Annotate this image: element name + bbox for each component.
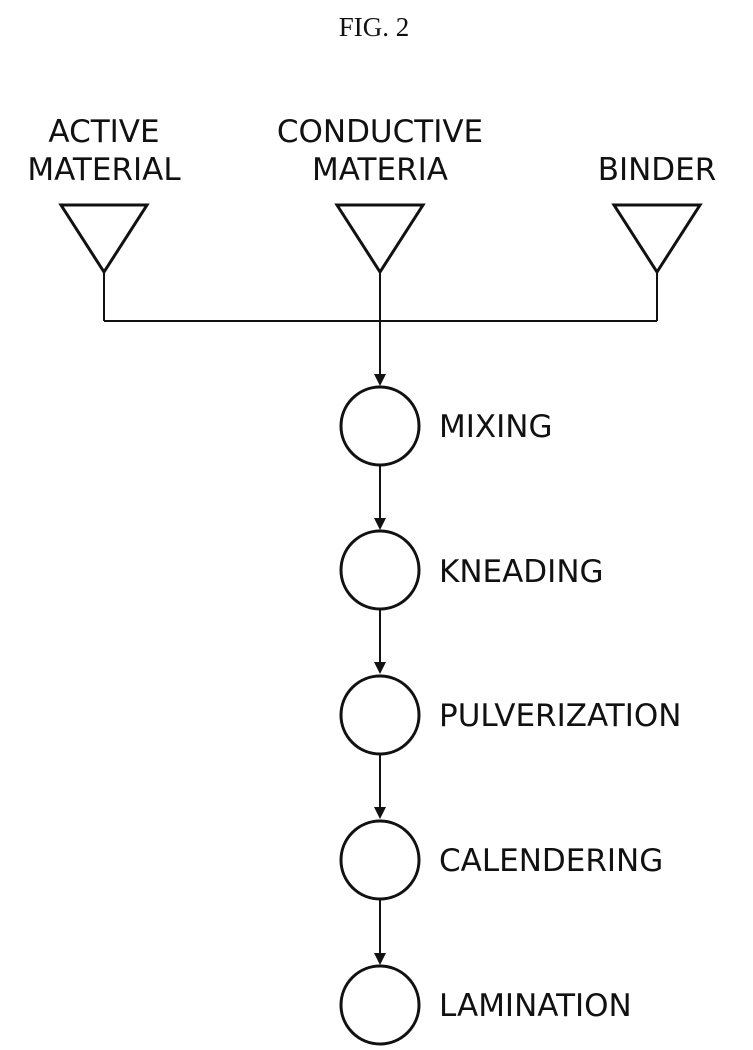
arrowhead-icon — [374, 807, 386, 819]
step-lamination: LAMINATION — [341, 966, 632, 1044]
step-kneading: KNEADING — [341, 531, 604, 609]
input-active-material: ACTIVE MATERIAL — [27, 114, 181, 321]
step-label: PULVERIZATION — [439, 698, 681, 734]
arrowhead-icon — [374, 374, 386, 386]
step-label: LAMINATION — [439, 988, 632, 1024]
arrowhead-icon — [374, 518, 386, 530]
step-mixing: MIXING — [341, 387, 552, 465]
step-pulverization: PULVERIZATION — [341, 676, 681, 754]
input-label-line: MATERIAL — [27, 152, 181, 188]
step-label: KNEADING — [439, 554, 604, 590]
input-label-line: BINDER — [598, 152, 717, 188]
arrowhead-icon — [374, 662, 386, 674]
figure-title: FIG. 2 — [339, 12, 410, 42]
step-label: MIXING — [439, 409, 552, 445]
step-circle-icon — [341, 966, 419, 1044]
step-circle-icon — [341, 821, 419, 899]
input-conductive-materia: CONDUCTIVE MATERIA — [277, 114, 483, 272]
input-triangle-icon — [614, 205, 700, 272]
input-triangle-icon — [61, 205, 147, 272]
step-circle-icon — [341, 676, 419, 754]
input-binder: BINDER — [598, 152, 717, 321]
step-circle-icon — [341, 531, 419, 609]
input-label-line: MATERIA — [312, 152, 448, 188]
step-circle-icon — [341, 387, 419, 465]
step-calendering: CALENDERING — [341, 821, 663, 899]
step-label: CALENDERING — [439, 843, 663, 879]
input-label-line: ACTIVE — [48, 114, 159, 150]
input-label-line: CONDUCTIVE — [277, 114, 483, 150]
arrowhead-icon — [374, 953, 386, 965]
input-triangle-icon — [337, 205, 423, 272]
